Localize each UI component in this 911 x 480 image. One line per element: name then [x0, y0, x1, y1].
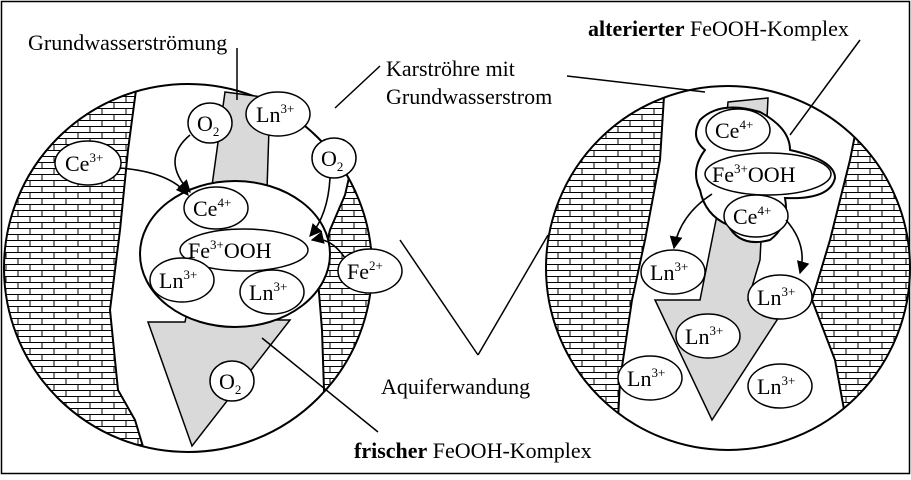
- ion-ce4-altered-top: Ce4+: [705, 108, 771, 152]
- label-fresh-complex: frischer FeOOH-Komplex: [354, 438, 592, 463]
- leader-lines: [236, 39, 861, 433]
- label-groundwater-flow: Grundwasserströmung: [28, 30, 227, 55]
- svg-text:Ce4+: Ce4+: [733, 203, 771, 229]
- ion-ln-top: Ln3+: [245, 91, 311, 137]
- ion-fe2: Fe2+: [337, 248, 403, 294]
- left-circle: O2 Ln3+ O2 Ce3+ Ce4+ Fe3+OOH Ln3: [3, 83, 403, 453]
- arrow-fe2-to-feooh: [310, 231, 346, 259]
- svg-text:Ln3+: Ln3+: [757, 284, 795, 310]
- svg-text:Ln3+: Ln3+: [159, 267, 197, 293]
- ion-fe3ooh-fresh: Fe3+OOH: [179, 228, 309, 272]
- ion-o2-top: O2: [187, 102, 233, 144]
- ion-ln-released-4: Ln3+: [617, 355, 683, 401]
- ion-o2-right: O2: [311, 137, 357, 179]
- ion-ce3-left: Ce3+: [54, 140, 122, 186]
- svg-text:Fe3+OOH: Fe3+OOH: [712, 161, 796, 187]
- svg-text:Ce4+: Ce4+: [715, 117, 753, 143]
- svg-text:O2: O2: [321, 146, 343, 174]
- label-karst-tube-2: Grundwasserstrom: [386, 84, 552, 109]
- ion-ln-released-3: Ln3+: [675, 313, 741, 359]
- ion-o2-bottom: O2: [209, 360, 255, 402]
- svg-text:O2: O2: [219, 369, 241, 397]
- ion-ce4-fresh: Ce4+: [183, 186, 249, 230]
- svg-text:Ce3+: Ce3+: [65, 150, 103, 176]
- ion-ln-fresh-left: Ln3+: [149, 257, 215, 303]
- ion-ln-released-5: Ln3+: [747, 363, 813, 409]
- ion-ln-fresh-right: Ln3+: [239, 269, 305, 315]
- svg-text:Fe2+: Fe2+: [347, 258, 383, 284]
- svg-text:Ln3+: Ln3+: [685, 323, 723, 349]
- arrow-release-ln-left: [669, 193, 713, 250]
- svg-text:Ln3+: Ln3+: [757, 373, 795, 399]
- svg-text:Ln3+: Ln3+: [256, 101, 294, 127]
- svg-text:Ln3+: Ln3+: [627, 365, 665, 391]
- arrow-o2-to-ce4: [174, 134, 191, 193]
- ion-ce4-altered-bottom: Ce4+: [723, 194, 789, 238]
- label-altered-complex: alterierter FeOOH-Komplex: [588, 16, 849, 41]
- label-aquifer-wall: Aquiferwandung: [381, 374, 530, 399]
- svg-text:Ln3+: Ln3+: [650, 259, 688, 285]
- right-circle: Ce4+ Fe3+OOH Ce4+ Ln3+ Ln3+ Ln3+ Ln3+: [545, 85, 911, 451]
- svg-text:Ln3+: Ln3+: [249, 279, 287, 305]
- svg-text:Ce4+: Ce4+: [193, 195, 231, 221]
- ion-fe3ooh-altered: Fe3+OOH: [704, 152, 832, 196]
- svg-text:O2: O2: [197, 111, 219, 139]
- label-karst-tube-1: Karströhre mit: [386, 56, 515, 81]
- ion-ln-released-1: Ln3+: [640, 249, 706, 295]
- arrow-release-ln-right: [785, 219, 810, 275]
- ion-ln-released-2: Ln3+: [747, 274, 813, 320]
- svg-text:Fe3+OOH: Fe3+OOH: [188, 237, 272, 263]
